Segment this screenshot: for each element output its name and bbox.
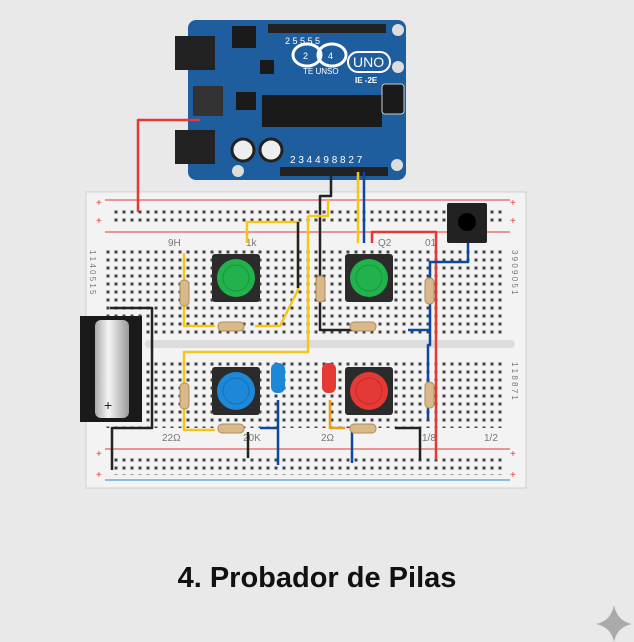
board-model: UNO (353, 54, 384, 70)
page-title: 4. Probador de Pilas (177, 562, 457, 594)
wire-red-power (136, 118, 200, 212)
label: Q2 (378, 238, 392, 249)
rail-plus-label: + (510, 470, 516, 481)
resistor (349, 321, 377, 332)
pin-labels: 2 5 5 5 5 (285, 36, 320, 46)
resistor (217, 423, 245, 434)
push-button-red[interactable] (345, 367, 393, 415)
resistor (315, 275, 326, 303)
side-label: 1 1 4 0 5 1 5 (88, 250, 97, 295)
label: 9H (168, 238, 181, 249)
label: 1k (246, 238, 258, 249)
wire-red (370, 230, 438, 460)
label: 2Ω (321, 433, 335, 444)
rail-plus-label: + (96, 198, 102, 209)
rail-plus-label: + (510, 216, 516, 227)
resistors (179, 275, 435, 434)
resistor (217, 321, 245, 332)
rail-plus-label: + (96, 449, 102, 460)
resistor (349, 423, 377, 434)
side-label: 1 1 8 8 7 1 (510, 362, 519, 400)
rail-plus-label: + (510, 449, 516, 460)
push-button-small[interactable] (447, 203, 487, 243)
label: 1/2 (484, 433, 498, 444)
brand-text: TE UNSO (303, 67, 339, 76)
rail-plus-label: + (96, 470, 102, 481)
resistor (424, 381, 435, 409)
sparkle-icon (596, 605, 632, 642)
arduino-uno-board (175, 20, 406, 180)
resistor (179, 382, 190, 410)
label: 20K (243, 433, 261, 444)
side-label: 3 9 0 9 0 5 1 (510, 250, 519, 295)
battery-holder (80, 316, 142, 422)
wires (110, 118, 470, 470)
resistor (179, 279, 190, 307)
logo-number: 4 (328, 51, 333, 61)
label: 01 (425, 238, 437, 249)
rail-plus-label: + (96, 216, 102, 227)
push-button-blue[interactable] (212, 367, 260, 415)
led-red (322, 363, 336, 393)
sub-text: IE -2E (355, 76, 378, 85)
led-blue (271, 363, 285, 393)
push-button-green-2[interactable] (345, 254, 393, 302)
label: 1/8 (422, 433, 436, 444)
logo-number: 2 (303, 51, 308, 61)
pin-labels: 2 3 4 4 9 8 8 2 7 (290, 155, 363, 166)
resistor (424, 277, 435, 305)
battery-plus-label: + (104, 397, 112, 413)
push-button-green-1[interactable] (212, 254, 260, 302)
label: 22Ω (162, 433, 181, 444)
rail-plus-label: + (510, 198, 516, 209)
wire-black (318, 172, 372, 332)
